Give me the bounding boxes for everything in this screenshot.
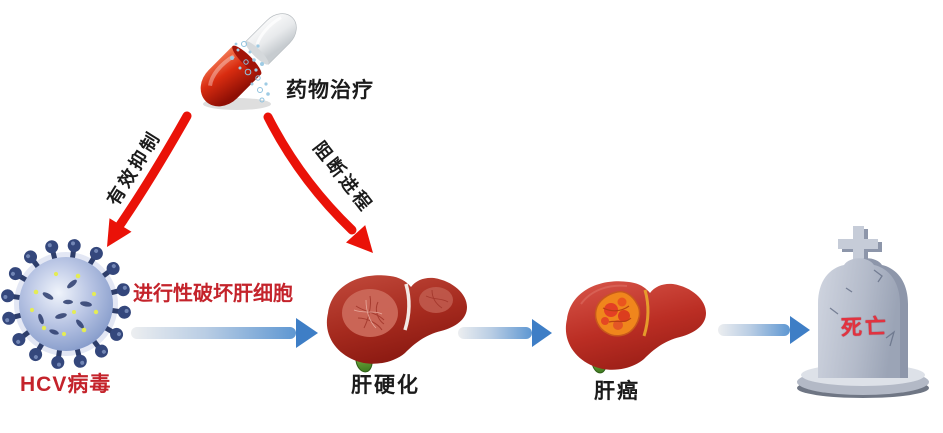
- hcv-virus-label: HCV病毒: [20, 373, 112, 396]
- capsule-particles-icon: [230, 41, 270, 103]
- flow-arrow-cancer-to-death: [718, 316, 810, 344]
- liver-cirrhosis-icon: [326, 275, 467, 373]
- progressive-destruction-label: 进行性破坏肝细胞: [133, 283, 293, 305]
- flow-arrow-virus-to-cirrhosis: [131, 318, 318, 348]
- cirrhosis-label: 肝硬化: [351, 374, 420, 397]
- red-arrow-inhibit: [107, 111, 192, 247]
- red-arrow-block: [263, 112, 373, 253]
- liver-cancer-label: 肝癌: [594, 380, 640, 403]
- flow-arrow-cirrhosis-to-cancer: [458, 319, 552, 347]
- tombstone-icon: [797, 226, 929, 398]
- liver-cancer-icon: [565, 281, 706, 374]
- virus-icon: [0, 238, 132, 370]
- cross-icon: [838, 226, 882, 271]
- death-label: 死亡: [840, 315, 890, 340]
- drug-treatment-label: 药物治疗: [286, 79, 374, 102]
- capsule-icon: [200, 13, 297, 110]
- tumor-icon: [594, 290, 641, 337]
